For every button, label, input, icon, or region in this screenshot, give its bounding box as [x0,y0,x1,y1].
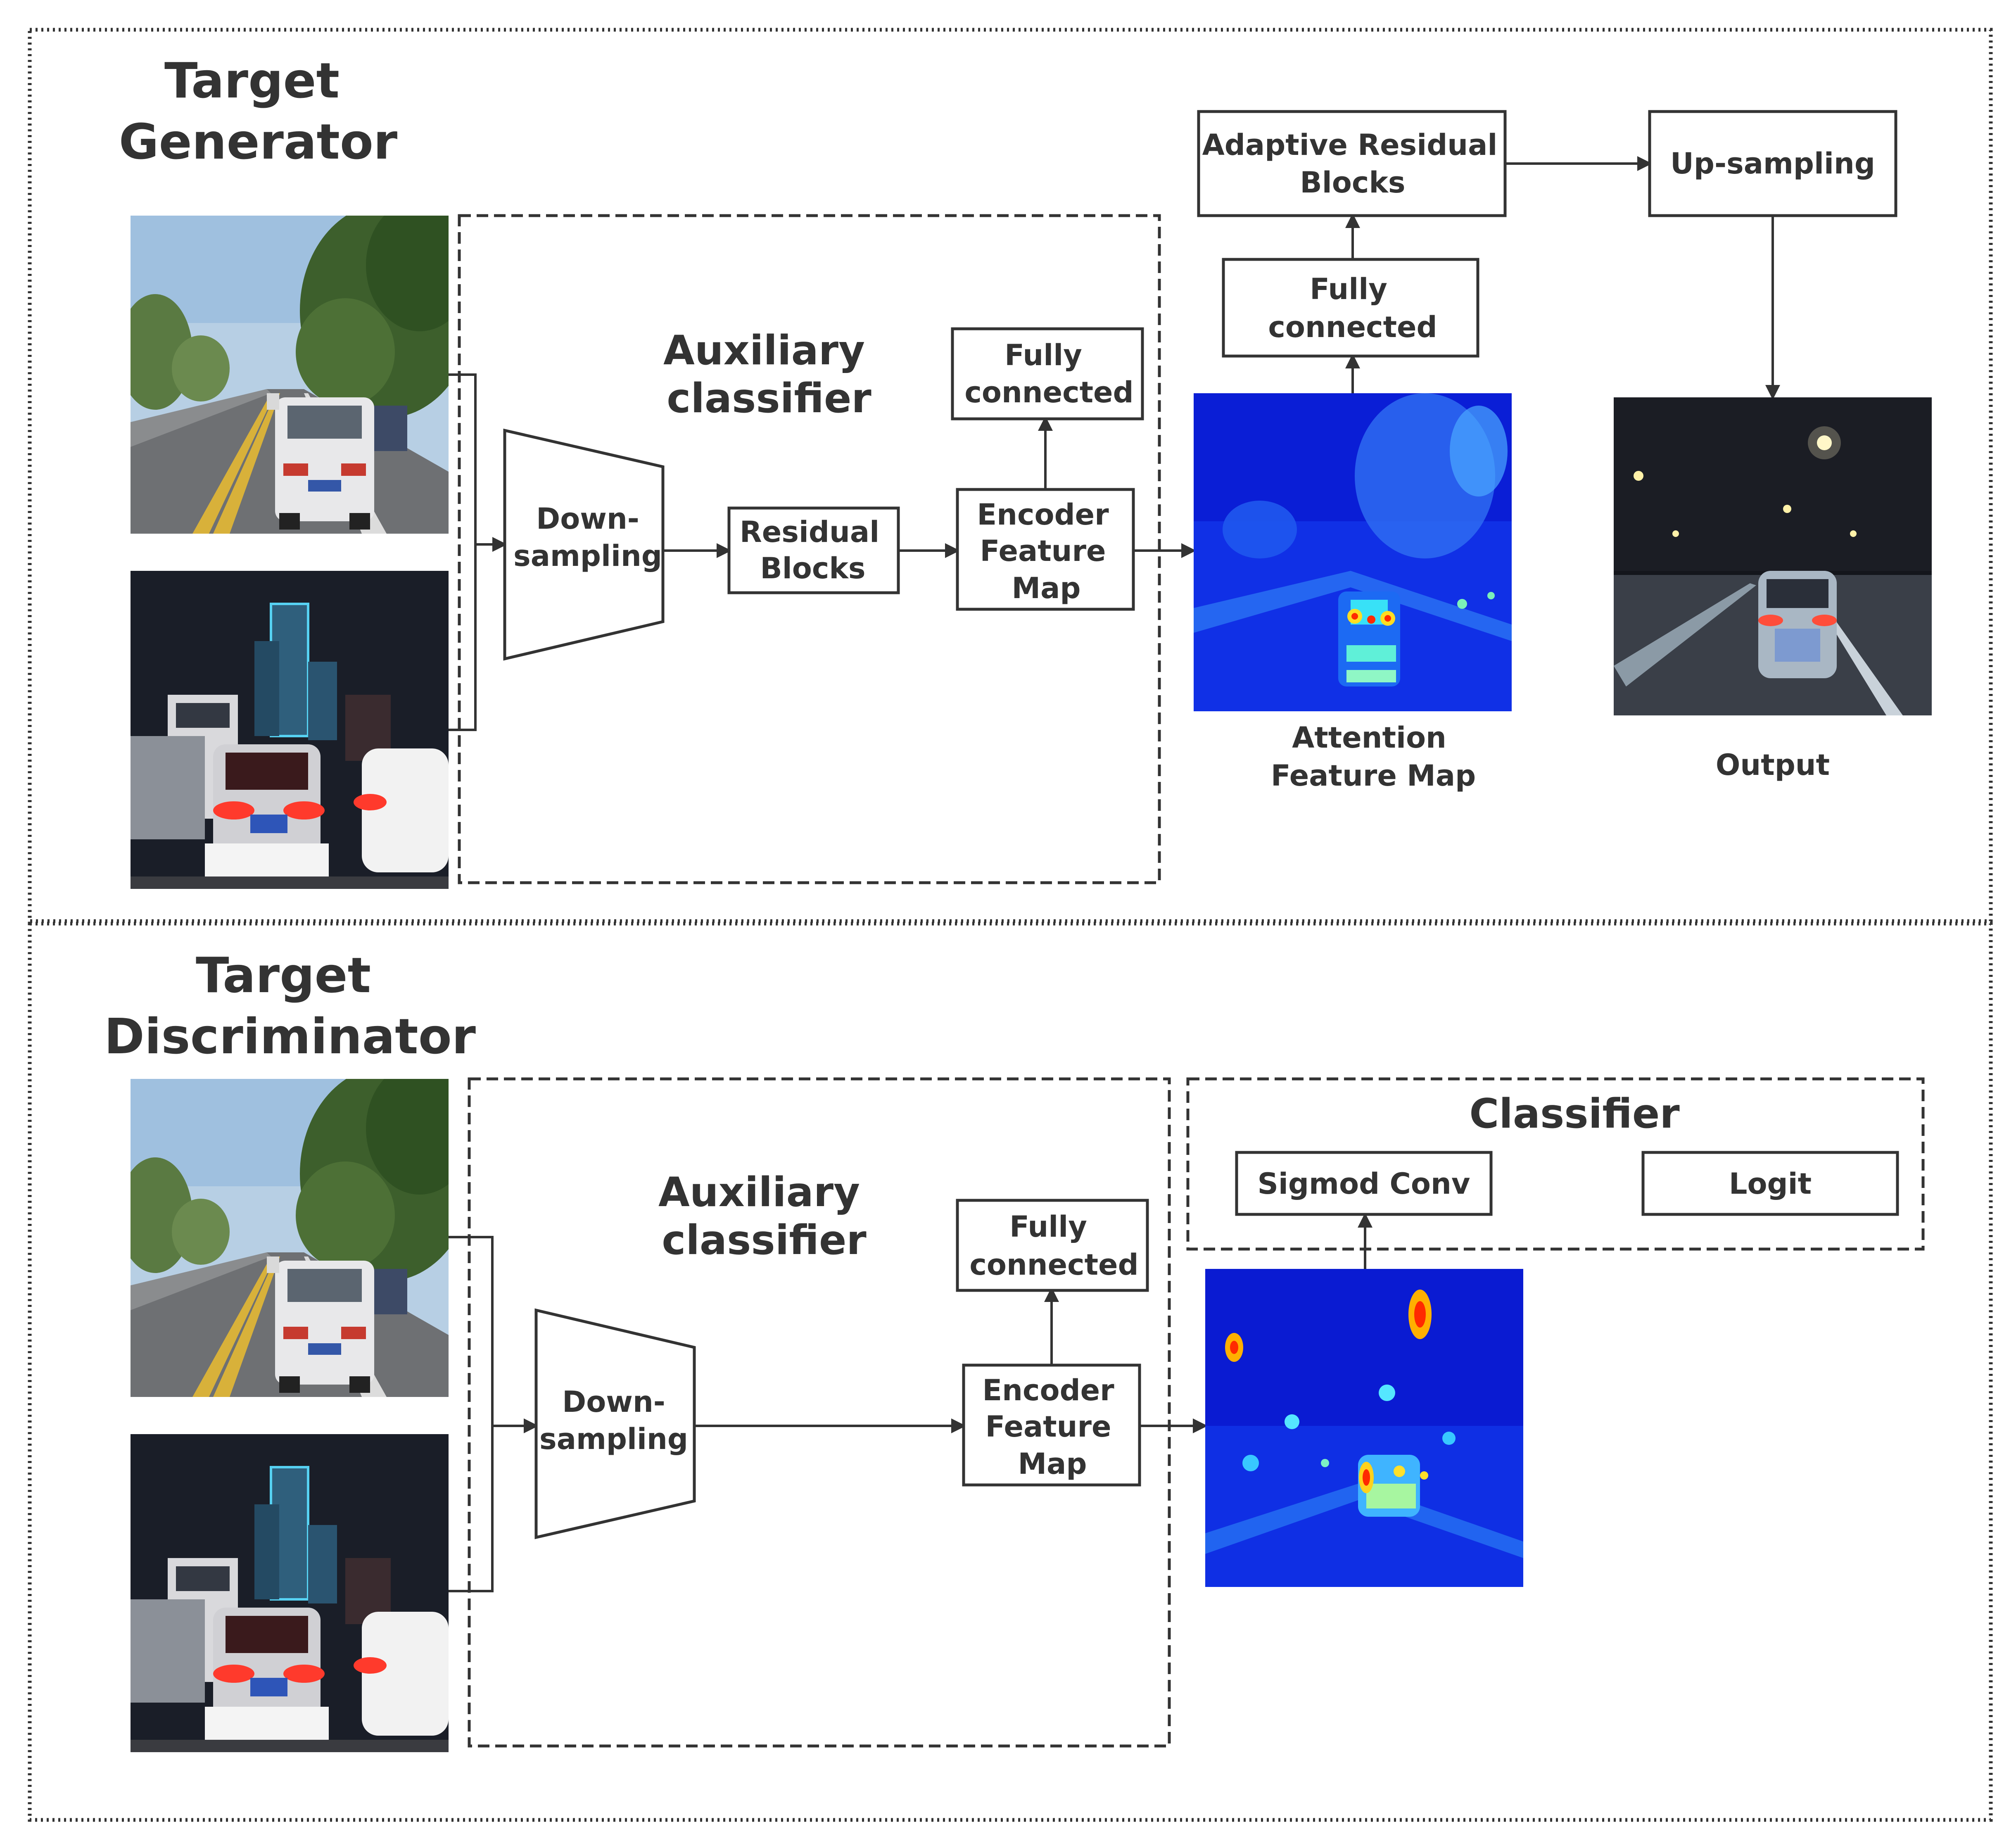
adaptive-residual-blocks [1197,110,1507,217]
generator-fully-connected-top [1222,258,1479,358]
discriminator-fully-connected [956,1199,1149,1292]
attention-label-line2: Feature Map [1271,759,1476,793]
discriminator-auxiliary-line2: classifier [662,1217,867,1264]
day-road-image [131,216,449,534]
night-road-image-disc [131,1434,449,1752]
generator-downsampling-line1: Down- [536,502,639,536]
attention-label-line1: Attention [1292,721,1446,755]
logit-label: Logit [1729,1167,1812,1201]
day-road-image-disc [131,1079,449,1397]
generator-auxiliary-line1: Auxiliary [663,327,865,374]
generator-fully-connected-aux [951,327,1144,420]
discriminator-auxiliary-box [468,1077,1171,1748]
generator-title-line1: Target [164,52,340,109]
discriminator-title-line1: Target [196,947,371,1004]
generator-encoder-line2: Feature [980,534,1106,568]
discriminator-encoder-line2: Feature [985,1410,1111,1444]
generator-title-line2: Generator [119,113,397,170]
generator-panel [28,28,1993,923]
classifier-title: Classifier [1469,1090,1680,1138]
discriminator-encoder-line3: Map [1018,1447,1087,1481]
generator-residual-line2: Blocks [760,551,865,585]
generator-residual-blocks [727,506,900,594]
generator-encoder-feature-map [956,488,1135,611]
generator-auxiliary-box [458,214,1161,884]
discriminator-heatmap-image [1205,1269,1523,1587]
generator-input-bracket [449,373,477,731]
generator-downsampling-block [503,428,665,661]
generator-encoder-line3: Map [1012,571,1080,605]
generator-downsampling-line2: sampling [513,539,662,573]
generator-fc-aux-line1: Fully [1004,338,1082,372]
output-image [1614,397,1932,715]
night-road-image [131,571,449,889]
generator-fc-top-line1: Fully [1310,272,1387,306]
upsampling-label: Up-sampling [1670,147,1875,181]
discriminator-fc-line2: connected [969,1248,1138,1282]
attention-heatmap-image [1194,393,1512,711]
generator-auxiliary-line2: classifier [667,375,871,422]
discriminator-encoder-line1: Encoder [982,1373,1114,1407]
sigmod-conv-label: Sigmod Conv [1258,1167,1470,1201]
generator-encoder-line1: Encoder [977,498,1109,532]
output-label: Output [1716,748,1830,782]
logit-block [1641,1151,1899,1216]
adaptive-line1: Adaptive Residual [1202,128,1498,162]
discriminator-title-line2: Discriminator [104,1008,476,1065]
discriminator-downsampling-line1: Down- [562,1385,665,1419]
classifier-box [1186,1077,1925,1251]
discriminator-downsampling-line2: sampling [539,1422,688,1456]
sigmod-conv-block [1235,1151,1493,1216]
discriminator-fc-line1: Fully [1009,1210,1087,1244]
discriminator-auxiliary-line1: Auxiliary [658,1169,860,1216]
adaptive-line2: Blocks [1300,166,1405,200]
generator-residual-line1: Residual [740,515,879,549]
generator-fc-top-line2: connected [1268,310,1437,344]
generator-fc-aux-line2: connected [964,375,1133,409]
discriminator-downsampling-block [534,1308,696,1539]
